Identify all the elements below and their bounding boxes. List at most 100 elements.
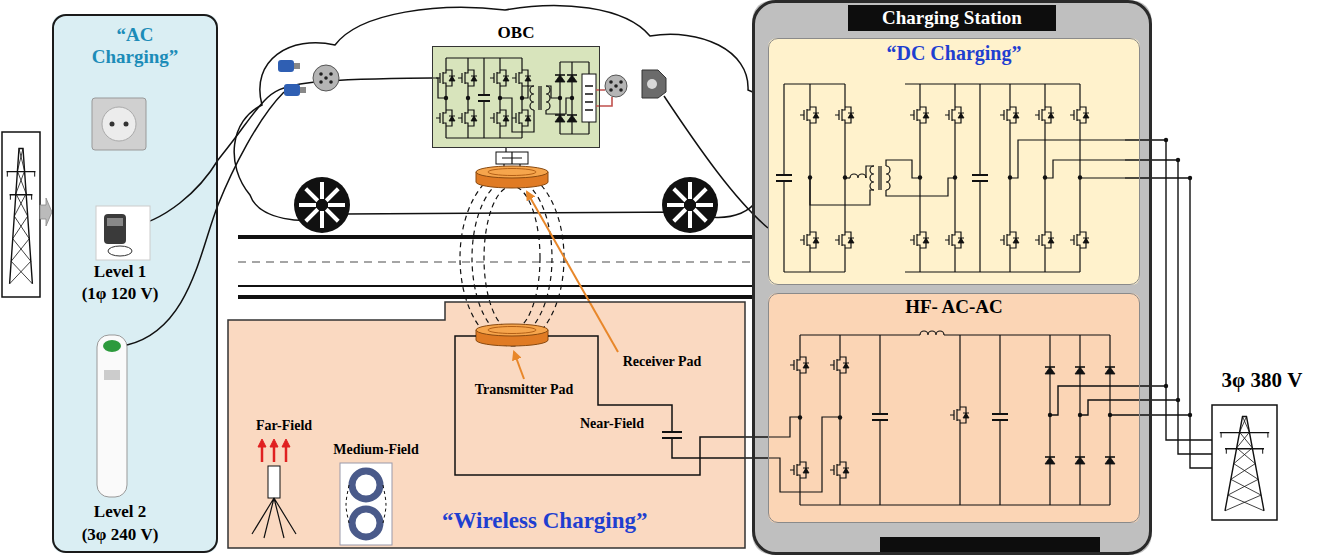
node-title: “AC Charging”	[74, 24, 196, 68]
dc-converter-circuit	[1083, 113, 1089, 118]
hf-converter-circuit	[830, 460, 840, 480]
label-text: Level 2	[92, 502, 148, 522]
medium-field-icon	[340, 463, 392, 545]
label-text: Far-Field	[254, 418, 314, 434]
plug-icon	[329, 80, 333, 84]
connectors	[218, 78, 768, 437]
obc-circuit	[471, 76, 477, 77]
far-field-icon	[261, 446, 264, 462]
obc-circuit	[503, 76, 509, 77]
obc-circuit	[503, 116, 509, 121]
hf-converter-circuit	[950, 405, 960, 425]
far-field-icon	[252, 439, 296, 538]
dc-converter-circuit	[953, 175, 957, 179]
dc-converter-circuit	[1083, 113, 1089, 114]
hf-converter-circuit	[803, 363, 809, 364]
grid-tower	[1225, 417, 1264, 511]
dc-converter-circuit	[1013, 113, 1019, 118]
grid-tower	[1225, 417, 1264, 511]
grid-tower	[1220, 433, 1269, 449]
hf-converter-circuit	[1075, 456, 1085, 458]
hf-converter-circuit	[963, 413, 969, 418]
node-fills	[52, 0, 1152, 555]
hf-converter-circuit	[1045, 456, 1055, 458]
dc-converter-circuit	[972, 175, 988, 181]
grid-tower	[1221, 433, 1268, 454]
socket-icon	[92, 98, 146, 150]
hf-converter-circuit	[1045, 367, 1055, 374]
leader-arrow	[527, 192, 618, 352]
wheel	[667, 182, 713, 228]
supply-wiring	[1176, 398, 1180, 402]
dc-converter-circuit	[1048, 113, 1054, 118]
leader-arrow	[514, 352, 524, 379]
label-text: Receiver Pad	[621, 354, 704, 370]
dc-converter-circuit	[1083, 238, 1089, 239]
node-fill	[432, 46, 600, 148]
hf-converter-circuit	[1075, 367, 1085, 374]
dc-converter-circuit	[910, 230, 920, 250]
obc-circuit	[582, 74, 596, 122]
charging-pad	[476, 166, 548, 346]
label-text: Medium-Field	[331, 442, 421, 458]
dc-converter-circuit	[1013, 238, 1019, 243]
obc-circuit	[588, 62, 589, 134]
hf-converter-circuit	[1049, 335, 1050, 505]
far-field-icon	[258, 439, 266, 447]
charging-pad	[476, 324, 548, 336]
obc-circuit	[567, 114, 577, 116]
supply-wiring	[1125, 178, 1212, 468]
hf-converter-circuit	[843, 363, 849, 364]
obc-circuit	[512, 68, 522, 88]
hf-converter-circuit	[803, 468, 809, 473]
plug-icon	[605, 75, 627, 97]
grid-tower	[7, 172, 36, 195]
dc-converter-circuit	[1035, 105, 1045, 125]
supply-wiring	[1188, 176, 1192, 180]
magnetic-field-lines	[484, 186, 540, 330]
magnetic-field-lines	[460, 170, 564, 346]
grid-tower	[7, 172, 34, 200]
level2-charger-icon	[103, 340, 121, 352]
dc-converter-circuit	[870, 166, 874, 190]
dc-converter-circuit	[1010, 140, 1125, 178]
dc-converter-circuit	[850, 174, 866, 178]
charging-cable	[127, 92, 284, 345]
obc-circuit	[525, 116, 531, 121]
obc-circuit	[432, 78, 446, 98]
magnetic-field-lines	[460, 170, 564, 346]
hf-converter-circuit	[1075, 457, 1085, 464]
dc-converter-circuit	[1070, 105, 1080, 125]
dc-converter-circuit	[945, 105, 955, 125]
charging-station: Charging Station“DC Charging”HF- AC-AC	[752, 0, 1152, 555]
road	[238, 237, 770, 297]
dc-converter-circuit	[848, 113, 854, 114]
dc-converter-circuit	[1000, 230, 1010, 250]
hf-converter-circuit	[768, 331, 1115, 505]
node-title: HF- AC-AC	[903, 296, 1005, 318]
hf-converter-circuit	[800, 335, 1110, 505]
pad-wiring	[455, 336, 768, 475]
level1-charger-icon	[107, 218, 123, 226]
obc-circuit	[503, 116, 509, 117]
obc-circuit	[458, 108, 468, 128]
grid-tower	[10, 149, 33, 284]
supply-wiring	[1164, 138, 1168, 142]
charging-pad	[488, 169, 536, 176]
obc-circuit	[449, 76, 455, 81]
hf-converter-circuit	[1105, 457, 1115, 464]
hf-converter-circuit	[1045, 366, 1055, 368]
dc-converter-circuit	[784, 84, 1080, 272]
obc-circuit	[596, 90, 612, 106]
grid-tower	[10, 149, 33, 284]
level2-charger-icon	[97, 335, 127, 497]
dc-converter-circuit	[1035, 230, 1045, 250]
supply-arrow	[40, 198, 52, 226]
dc-converter-circuit	[1070, 230, 1080, 250]
supply-wiring	[1050, 138, 1212, 468]
level1-charger-icon	[96, 206, 150, 260]
dc-converter-circuit	[776, 175, 792, 181]
dc-charger-box: “DC Charging”	[768, 38, 1140, 285]
supply-wiring	[1125, 140, 1212, 440]
plug-icon	[614, 84, 618, 88]
